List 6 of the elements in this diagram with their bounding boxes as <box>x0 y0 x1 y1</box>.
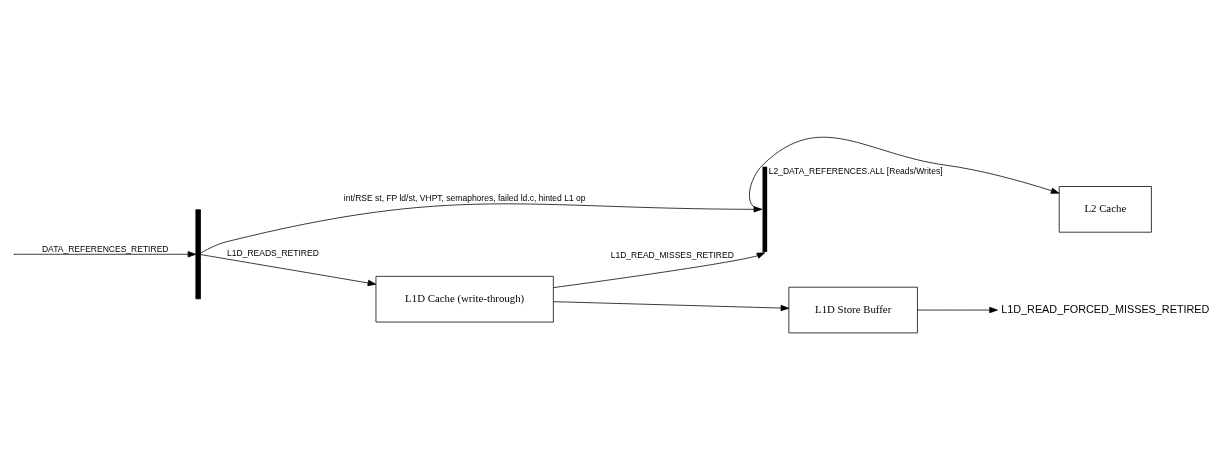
edge-label: L1D_READ_MISSES_RETIRED <box>610 249 734 260</box>
edge-label: L1D_READS_RETIRED <box>227 247 319 258</box>
edge-label: int/RSE st, FP ld/st, VHPT, semaphores, failed ld.c, hinted L1 op <box>343 192 586 203</box>
node-label: L2_DATA_REFERENCES.ALL [Reads/Writes] <box>768 165 943 176</box>
node-text: L1D_READ_FORCED_MISSES_RETIRED <box>1001 302 1210 315</box>
edge-label: DATA_REFERENCES_RETIRED <box>41 243 169 254</box>
